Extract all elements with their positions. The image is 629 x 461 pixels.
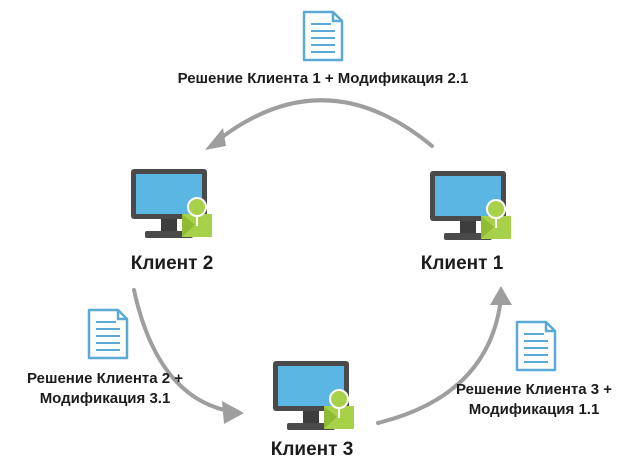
transfer-label-3-to-1: Решение Клиента 3 + Модификация 1.1	[431, 380, 629, 420]
transfer-label-line: Модификация 1.1	[468, 401, 600, 418]
arrow-client3-to-client1	[376, 286, 512, 425]
client-3-label: Клиент 3	[270, 439, 354, 460]
document-icon	[87, 308, 129, 360]
transfer-label-line: Модификация 3.1	[39, 390, 171, 407]
transfer-label-1-to-2: Решение Клиента 1 + Модификация 2.1	[129, 69, 517, 89]
transfer-label-line: Решение Клиента 3 +	[455, 381, 613, 398]
client-2-label: Клиент 2	[130, 253, 214, 274]
client-3-computer-icon	[272, 360, 355, 431]
transfer-label-line: Решение Клиента 2 +	[26, 370, 184, 387]
client-2-computer-icon	[130, 168, 213, 239]
client-1-label: Клиент 1	[420, 253, 504, 274]
arrow-client1-to-client2	[205, 98, 434, 150]
arrow-client2-to-client3	[132, 288, 244, 424]
transfer-label-2-to-3: Решение Клиента 2 + Модификация 3.1	[2, 369, 208, 409]
client-1-computer-icon	[429, 170, 512, 241]
transfer-label-line: Решение Клиента 1 + Модификация 2.1	[177, 70, 469, 87]
document-icon	[302, 10, 344, 62]
document-icon	[515, 320, 557, 372]
